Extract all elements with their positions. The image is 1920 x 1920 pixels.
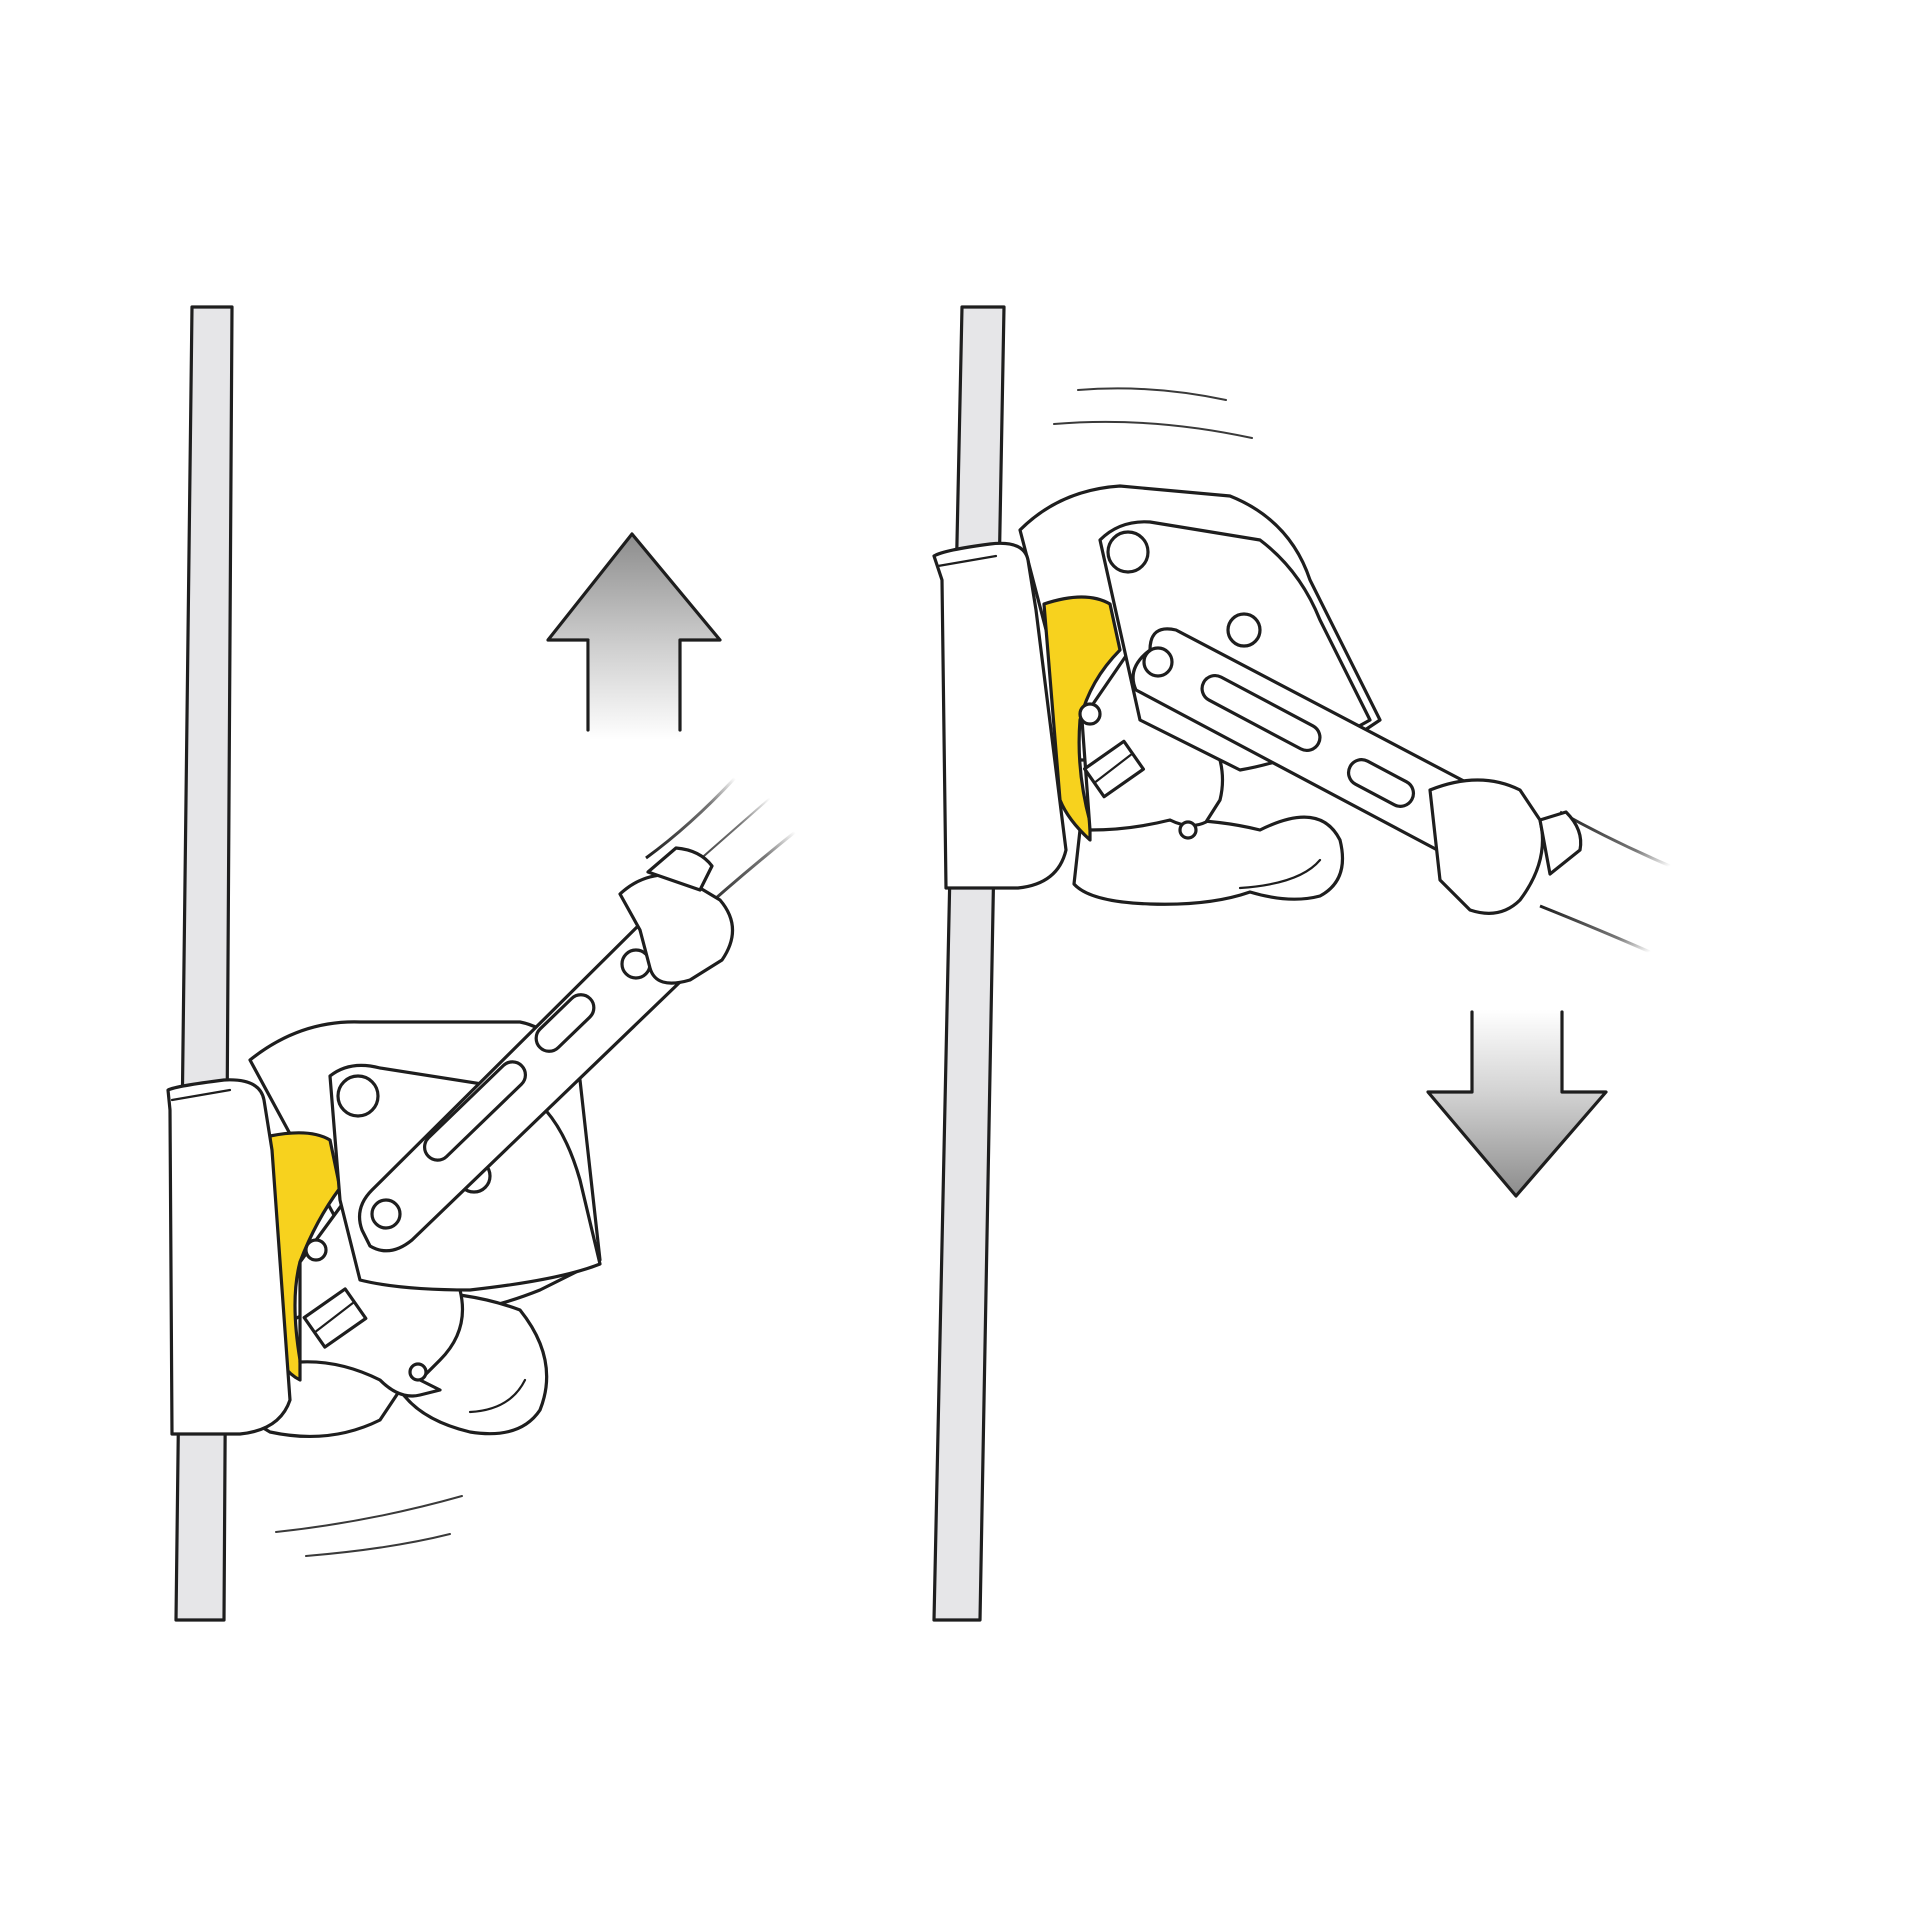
right-bar-slot-short: [1346, 758, 1416, 808]
left-pivot-hole: [336, 1074, 380, 1118]
left-bar-slot-short: [534, 993, 596, 1053]
right-sling-connector: [1538, 810, 1583, 876]
right-pivot-hole: [1106, 530, 1150, 574]
left-sling-connector: [646, 846, 714, 892]
right-motion-lines: [1053, 387, 1253, 439]
right-small-pin: [1078, 702, 1102, 726]
left-rope-channel: [166, 1078, 292, 1436]
right-rope-channel: [932, 541, 1068, 890]
arrow-up-icon: [548, 534, 720, 740]
left-rivet-bottom: [408, 1362, 428, 1382]
right-panel: [932, 305, 1671, 1622]
right-cam-yellow: [1042, 595, 1122, 842]
left-panel: [166, 305, 796, 1622]
right-sling-end: [1428, 778, 1545, 915]
right-pivot-hole-2: [1226, 612, 1262, 648]
right-rivet-bottom: [1178, 820, 1198, 840]
left-motion-lines: [275, 1495, 463, 1557]
left-cam-plate: [298, 1178, 465, 1398]
right-bar-slot-long: [1200, 673, 1322, 753]
left-bar-slot-long: [422, 1060, 528, 1162]
right-bar-hole-upper: [1142, 646, 1174, 678]
left-small-pin: [304, 1238, 328, 1262]
left-bar-hole-lower: [370, 1198, 402, 1230]
left-sling-end: [618, 873, 735, 985]
arrow-down-icon: [1428, 1010, 1606, 1196]
right-rope: [932, 305, 1006, 1622]
